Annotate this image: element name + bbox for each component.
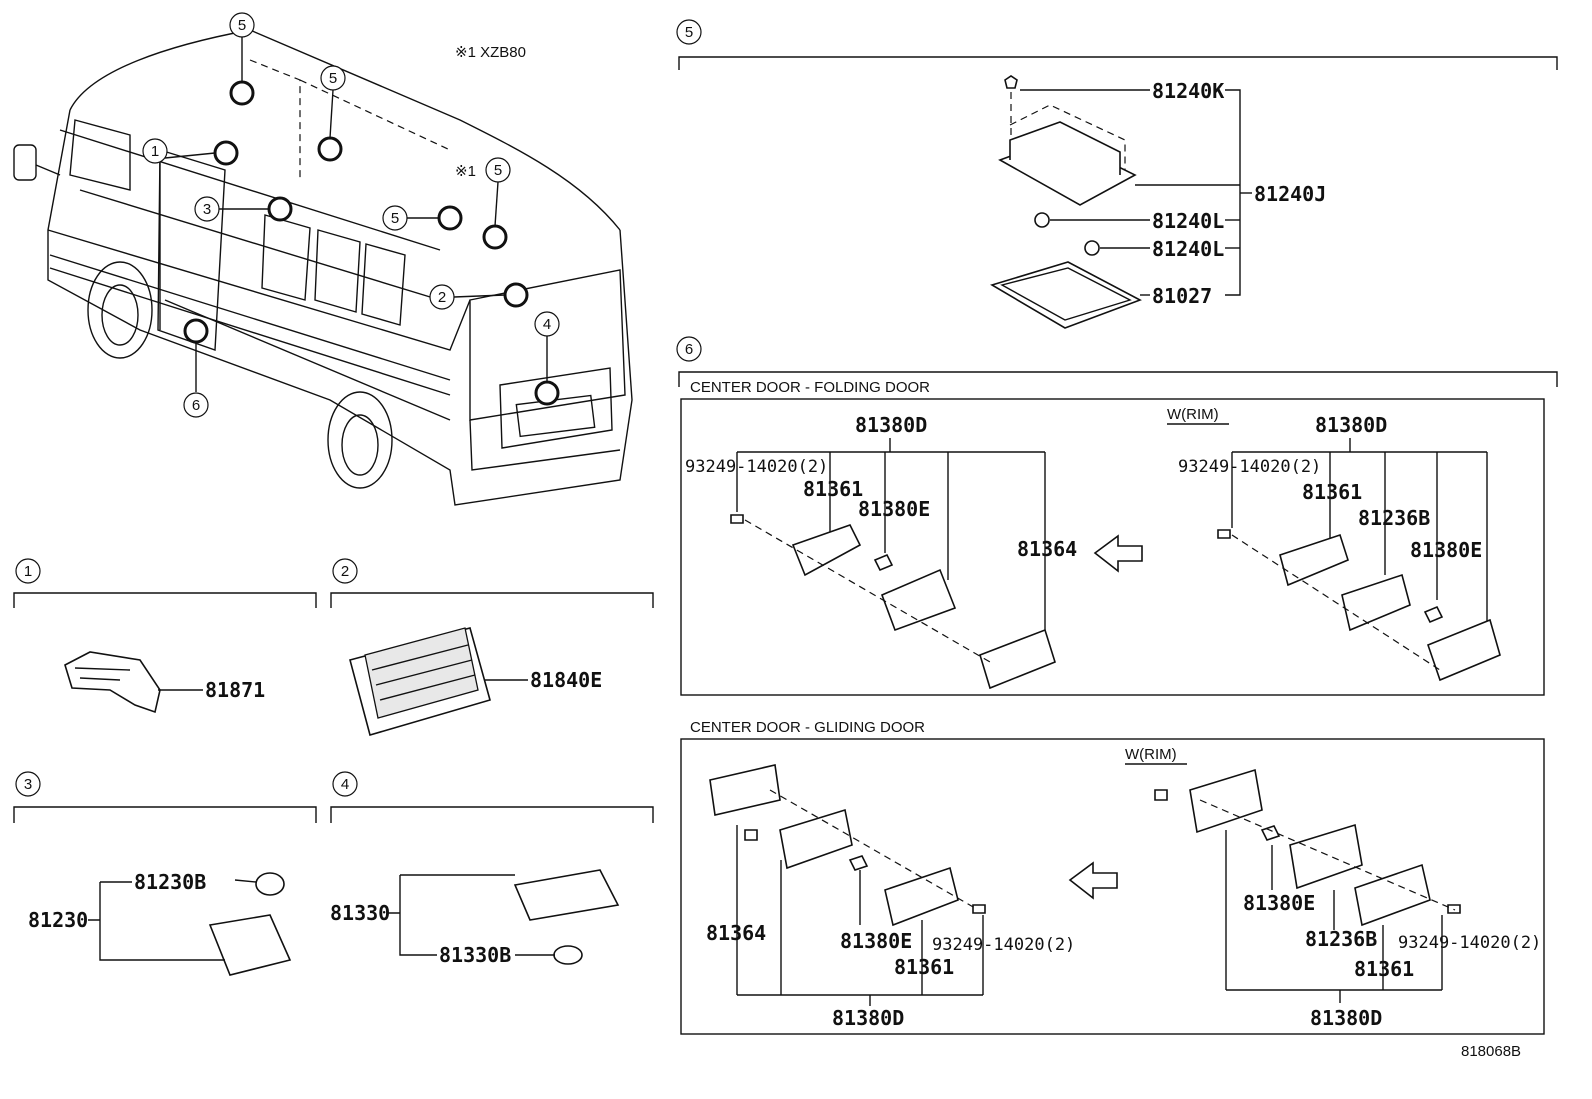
svg-text:3: 3: [203, 201, 211, 218]
box-2: 2 81840E: [330, 558, 654, 736]
svg-text:2: 2: [438, 289, 446, 306]
glide-r-81236B: 81236B: [1305, 927, 1377, 951]
fold-r-screw: 93249-14020(2): [1178, 457, 1321, 477]
gliding-title: CENTER DOOR - GLIDING DOOR: [690, 719, 925, 736]
lens-part: [990, 261, 1142, 329]
glide-l-housing: [779, 808, 853, 870]
fold-l-housing: [880, 568, 957, 632]
glide-l-81380D: 81380D: [832, 1006, 904, 1030]
fold-l-81380D: 81380D: [855, 413, 927, 437]
part-81330: 81330: [330, 901, 390, 925]
marker-lamp-part: [64, 651, 161, 714]
arrow-left-icon: [1093, 534, 1143, 573]
box-3: 3 81230B 81230: [13, 771, 317, 976]
van-illustration: [13, 29, 633, 506]
glide-l-lens: [709, 764, 781, 816]
fold-r-81380D: 81380D: [1315, 413, 1387, 437]
fold-l-81364: 81364: [1017, 537, 1077, 561]
part-81240L-a: 81240L: [1152, 209, 1224, 233]
part-81230B: 81230B: [134, 870, 206, 894]
svg-text:6: 6: [192, 397, 200, 414]
fold-l-81380E: 81380E: [858, 497, 930, 521]
gliding-door-box: [680, 738, 1545, 1035]
license-lamp-part: [513, 869, 620, 921]
glide-r-cover: [1354, 863, 1431, 927]
fold-l-81361: 81361: [803, 477, 863, 501]
fold-r-81361: 81361: [1302, 480, 1362, 504]
callout-2: 2: [429, 284, 455, 310]
part-81230: 81230: [28, 908, 88, 932]
fold-l-gasket: [791, 524, 862, 577]
glide-l-cover: [884, 866, 959, 927]
glide-r-housing: [1189, 768, 1263, 834]
arrow-left-icon: [1068, 861, 1118, 900]
callout-6: 6: [183, 392, 209, 418]
glide-r-81361: 81361: [1354, 957, 1414, 981]
folding-title: CENTER DOOR - FOLDING DOOR: [690, 379, 930, 396]
bulb-a: [1034, 212, 1050, 228]
svg-text:3: 3: [24, 776, 32, 793]
fold-l-screw: 93249-14020(2): [685, 457, 828, 477]
part-81871: 81871: [205, 678, 265, 702]
diagram-id: 818068B: [1461, 1043, 1521, 1060]
van-note: ※1 XZB80: [455, 44, 526, 61]
fold-l-lens: [979, 628, 1056, 690]
glide-l-81361: 81361: [894, 955, 954, 979]
svg-text:4: 4: [341, 776, 349, 793]
box-4: 4 81330 81330B: [330, 771, 654, 967]
part-81240J: 81240J: [1254, 182, 1326, 206]
part-81027: 81027: [1152, 284, 1212, 308]
part-81240L-b: 81240L: [1152, 237, 1224, 261]
glide-r-screw: 93249-14020(2): [1398, 933, 1541, 953]
callout-5a: 5: [229, 12, 255, 38]
bulb-b: [1084, 240, 1100, 256]
section-5: 5 81240K 81240J 81240L 81240L 81027: [676, 19, 1558, 329]
folding-door-box: [680, 398, 1545, 696]
part-81330B: 81330B: [439, 943, 511, 967]
fold-r-rim: [1341, 573, 1411, 632]
svg-text:5: 5: [494, 162, 502, 179]
glide-r-81380D: 81380D: [1310, 1006, 1382, 1030]
glide-l-81380E: 81380E: [840, 929, 912, 953]
fold-r-81380E: 81380E: [1410, 538, 1482, 562]
van-mark: ※1: [455, 163, 476, 180]
svg-text:1: 1: [151, 143, 159, 160]
lamp-81230: [208, 914, 292, 976]
svg-text:5: 5: [329, 70, 337, 87]
van-callouts: 5 5 1 3 5 5 2 4 6 ※1 XZB80 ※1: [142, 12, 560, 418]
glide-l-81364: 81364: [706, 921, 766, 945]
svg-text:2: 2: [341, 563, 349, 580]
gliding-wrim: W(RIM): [1125, 746, 1177, 763]
folding-wrim: W(RIM): [1167, 406, 1219, 423]
callout-5d: 5: [485, 157, 511, 183]
svg-text:5: 5: [391, 210, 399, 227]
callout-4: 4: [534, 311, 560, 337]
callout-1: 1: [142, 138, 168, 164]
box-1: 1 81871: [13, 558, 317, 714]
svg-text:5: 5: [238, 17, 246, 34]
fold-r-81236B: 81236B: [1358, 506, 1430, 530]
callout-5b: 5: [320, 65, 346, 91]
glide-r-81380E: 81380E: [1243, 891, 1315, 915]
svg-text:5: 5: [685, 24, 693, 41]
glide-r-rim: [1289, 823, 1363, 890]
callout-5c: 5: [382, 205, 408, 231]
clip-part: [1004, 75, 1018, 89]
svg-text:4: 4: [543, 316, 551, 333]
bulb-81230B: [255, 872, 285, 896]
svg-text:1: 1: [24, 563, 32, 580]
glide-l-screw: 93249-14020(2): [932, 935, 1075, 955]
part-81240K: 81240K: [1152, 79, 1224, 103]
fold-r-gasket: [1279, 533, 1349, 587]
section-6: 6 CENTER DOOR - FOLDING DOOR W(RIM) 8138…: [676, 336, 1558, 1035]
bulb-81330B: [553, 945, 583, 965]
part-81840E: 81840E: [530, 668, 602, 692]
callout-3: 3: [194, 196, 220, 222]
svg-text:6: 6: [685, 341, 693, 358]
fold-r-housing: [1426, 618, 1501, 682]
